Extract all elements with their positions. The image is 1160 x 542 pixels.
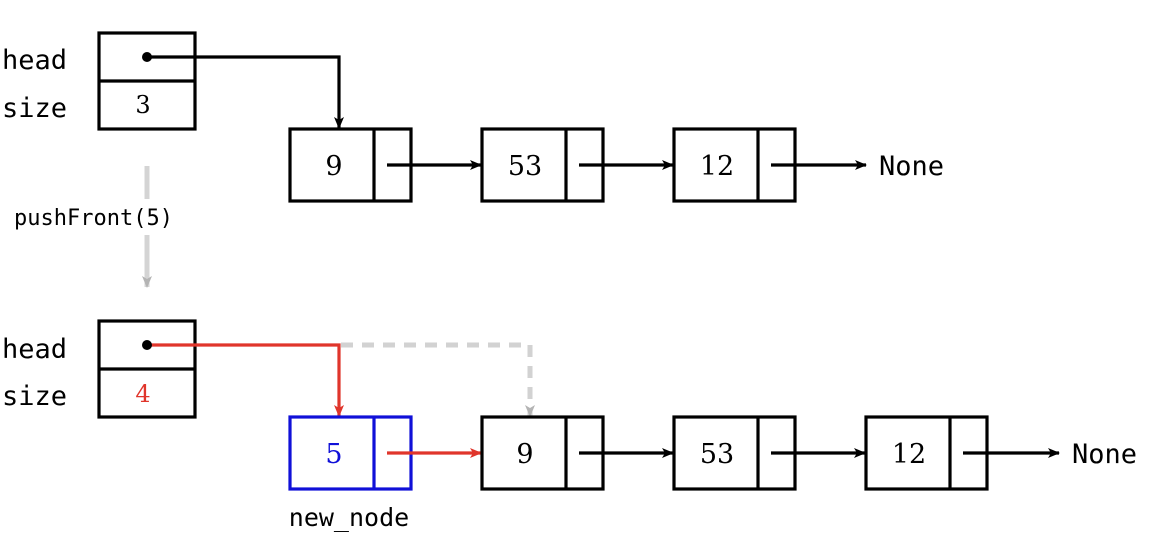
before-node-2: 53 [480,127,605,203]
before-node-3-value: 12 [700,151,734,182]
operation-label: pushFront(5) [14,206,173,231]
new-node-value: 5 [325,439,342,470]
after-new-head-arrow [147,343,344,417]
before-list: head size 3 9 53 12 [2,31,944,203]
after-size-label: size [2,381,67,412]
operation-label-bg [10,199,200,235]
after-old-head-arrow [341,342,535,417]
after-none-label: None [1072,439,1137,470]
before-head-arrow [147,55,344,129]
operation-transition: pushFront(5) [10,166,200,288]
before-none-label: None [879,151,944,182]
before-size-value: 3 [135,91,150,119]
after-node-3-value: 12 [892,439,926,470]
before-node-1-value: 9 [325,151,342,182]
new-node-caption: new_node [289,503,409,532]
after-node-1-value: 9 [516,439,533,470]
after-node-2-value: 53 [700,439,734,470]
after-list: head size 4 5 new_node 9 [2,319,1137,532]
after-size-value: 4 [135,380,150,408]
after-head-label: head [2,334,67,365]
before-size-label: size [2,93,67,124]
before-node-2-value: 53 [508,151,542,182]
before-header-record: 3 [97,31,197,131]
before-node-1: 9 [288,127,413,203]
after-header-record: 4 [97,319,197,419]
before-head-label: head [2,45,67,76]
after-head-pointer-dot [142,340,152,350]
